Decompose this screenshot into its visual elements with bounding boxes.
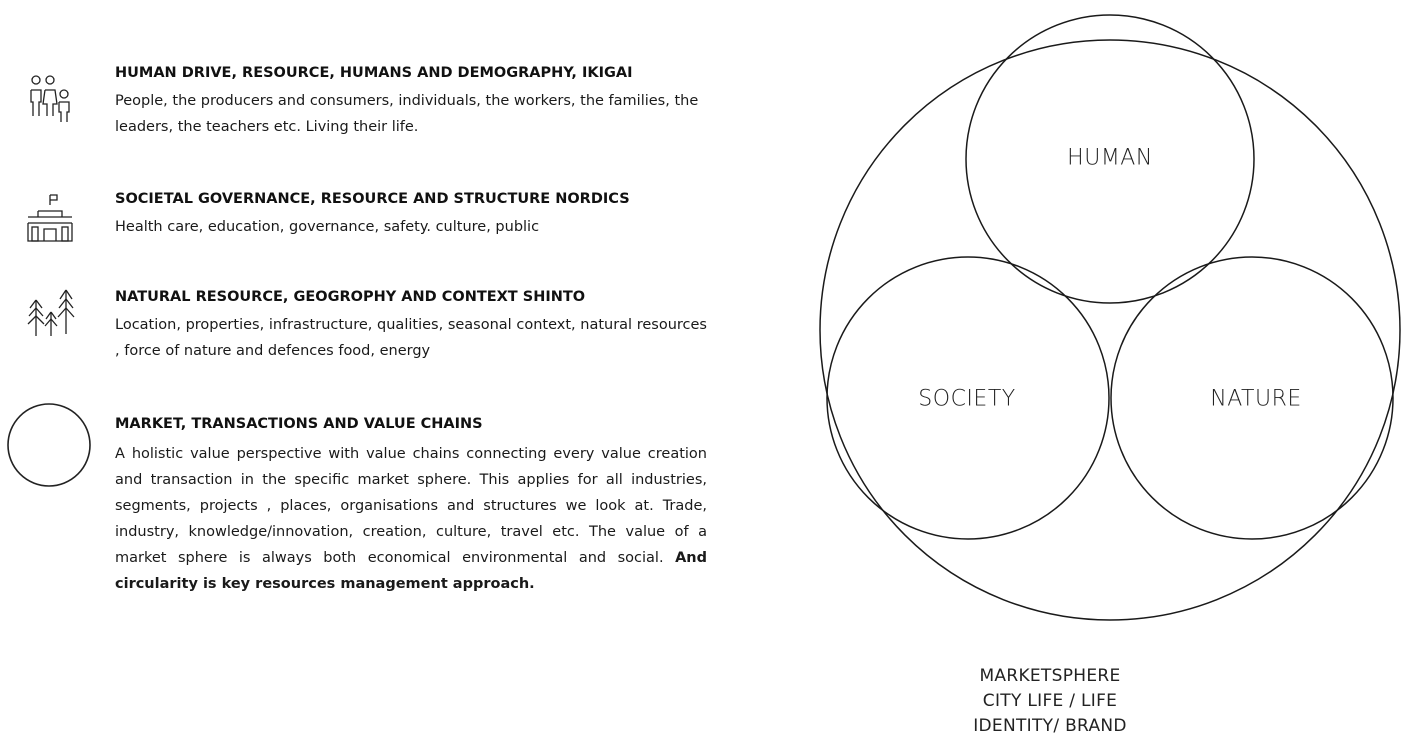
section-body: A holistic value perspective with value … <box>115 441 707 597</box>
caption-line: IDENTITY/ BRAND <box>973 716 1127 736</box>
trees-icon <box>26 286 76 340</box>
section-body: People, the producers and consumers, ind… <box>115 93 699 135</box>
people-icon <box>28 74 74 122</box>
section-heading: SOCIETAL GOVERNANCE, RESOURCE AND STRUCT… <box>115 191 630 207</box>
human-label: HUMAN <box>1067 145 1153 171</box>
caption-line: MARKETSPHERE <box>979 666 1121 686</box>
diagram-caption: MARKETSPHERE CITY LIFE / LIFE IDENTITY/ … <box>940 664 1160 739</box>
building-icon <box>26 193 74 243</box>
section-body-text: A holistic value perspective with value … <box>115 446 707 566</box>
society-circle <box>826 256 1110 540</box>
section-heading: MARKET, TRANSACTIONS AND VALUE CHAINS <box>115 416 483 432</box>
section-body: Location, properties, infrastructure, qu… <box>115 317 707 359</box>
caption-line: CITY LIFE / LIFE <box>982 691 1118 711</box>
section-heading: NATURAL RESOURCE, GEOGROPHY AND CONTEXT … <box>115 289 586 305</box>
section-body: Health care, education, governance, safe… <box>115 219 540 235</box>
nature-circle <box>1110 256 1394 540</box>
marketsphere-circle <box>819 39 1401 621</box>
society-label: SOCIETY <box>918 386 1016 412</box>
circle-icon <box>6 402 92 488</box>
section-heading: HUMAN DRIVE, RESOURCE, HUMANS AND DEMOGR… <box>115 65 633 81</box>
human-circle <box>965 14 1255 304</box>
nature-label: NATURE <box>1210 386 1302 412</box>
section-body-emphasis: And circularity is key resources managem… <box>115 550 707 592</box>
